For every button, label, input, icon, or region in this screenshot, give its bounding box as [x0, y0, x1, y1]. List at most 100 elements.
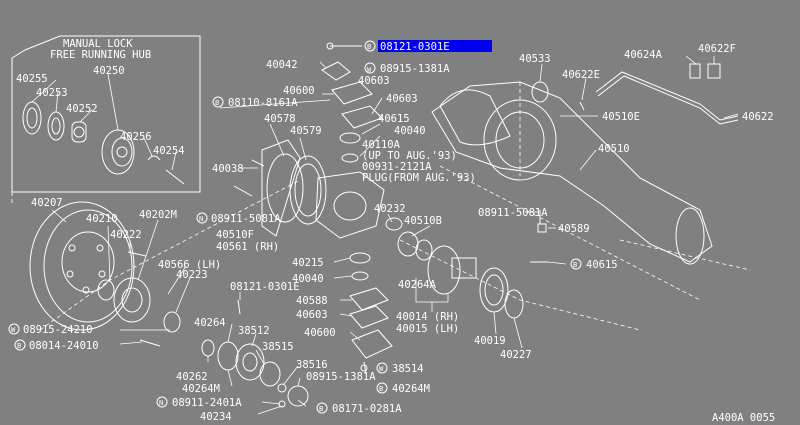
label-40622E[interactable]: 40622E [562, 69, 600, 81]
selected-part-highlight[interactable] [378, 40, 492, 52]
part-40264-body[interactable] [217, 341, 239, 371]
part-40622F-clip[interactable] [707, 63, 721, 79]
label-40014-rh[interactable]: 40014 (RH) [396, 311, 459, 323]
part-40040-seal[interactable] [341, 153, 359, 163]
label-08171-0281A[interactable]: 08171-0281A [332, 403, 402, 415]
label-40510[interactable]: 40510 [598, 143, 630, 155]
label-40600a[interactable]: 40600 [283, 85, 315, 97]
label-40533[interactable]: 40533 [519, 53, 551, 65]
label-08915-24210[interactable]: 08915-24210 [23, 324, 93, 336]
part-40038-shield[interactable] [261, 139, 301, 237]
part-40262-ring[interactable] [201, 339, 215, 357]
label-40622F[interactable]: 40622F [698, 43, 736, 55]
part-40264A-bolt[interactable] [237, 299, 241, 315]
part-40014-spindle[interactable] [427, 245, 461, 295]
label-40510B[interactable]: 08911-5081A [478, 207, 548, 219]
label-40615b[interactable]: 40040 [292, 273, 324, 285]
label-40264A[interactable]: 08121-0301E [230, 281, 300, 293]
part-40510F-plug[interactable] [537, 223, 547, 233]
label-08911-2401A[interactable]: 08911-2401A [172, 397, 242, 409]
label-40510E[interactable]: 40510E [602, 111, 640, 123]
label-40615a[interactable]: 40615 [378, 113, 410, 125]
label-40589[interactable]: 40232 [374, 203, 406, 215]
selected-part-number[interactable]: 08121-0301E [380, 41, 450, 53]
label-40207[interactable]: 40207 [31, 197, 63, 209]
label-40578[interactable]: 40578 [264, 113, 296, 125]
label-40250[interactable]: 40250 [93, 65, 125, 77]
part-40600-cap[interactable] [331, 81, 373, 105]
part-38512-gear[interactable] [235, 343, 265, 381]
label-40110A[interactable]: 40110A [362, 139, 401, 151]
part-40202M-hub[interactable] [113, 277, 151, 323]
part-40603-shim-lower[interactable] [349, 287, 389, 311]
label-40255[interactable]: 40255 [16, 73, 48, 85]
part-40600-cap-lower[interactable] [351, 329, 393, 359]
label-40042[interactable]: 40042 [266, 59, 298, 71]
label-40264M[interactable]: 40264M [182, 383, 220, 395]
label-38515[interactable]: 38515 [262, 341, 294, 353]
label-40588[interactable]: 40264A [398, 279, 437, 291]
part-38514-cap[interactable] [287, 385, 309, 407]
part-40254-bolt[interactable] [165, 169, 185, 185]
part-40252-bearing[interactable] [71, 121, 87, 143]
part-40042-plate[interactable] [321, 61, 351, 81]
label-40019[interactable]: 40019 [474, 335, 506, 347]
label-40622[interactable]: 40622 [742, 111, 774, 123]
label-40262[interactable]: 40262 [176, 371, 208, 383]
part-40215-bearing[interactable] [163, 311, 181, 333]
label-40038[interactable]: 40038 [212, 163, 244, 175]
part-40222-bolt[interactable] [127, 251, 147, 257]
part-40210-seal[interactable] [97, 279, 115, 301]
label-40256[interactable]: 40256 [120, 131, 152, 143]
label-40252[interactable]: 40252 [66, 103, 98, 115]
label-40579[interactable]: 40579 [290, 125, 322, 137]
label-40603d[interactable]: 40603 [296, 309, 328, 321]
label-40603b[interactable]: 40603 [386, 93, 418, 105]
part-40207-rotor[interactable] [29, 201, 135, 331]
label-40222[interactable]: 40222 [110, 229, 142, 241]
label-08121-0301E-lower[interactable]: 40264M [392, 383, 430, 395]
part-40256-clip[interactable] [147, 155, 161, 161]
part-38516-pin[interactable] [277, 383, 287, 393]
label-38514[interactable]: 08915-1381A [306, 371, 376, 383]
part-40040-seal-lower[interactable] [349, 252, 371, 264]
part-bolt-08121c[interactable] [363, 361, 367, 375]
part-40615-bearing-lower[interactable] [351, 271, 369, 281]
part-40624A-clamp[interactable] [689, 63, 701, 79]
label-40264[interactable]: 40264 [194, 317, 226, 329]
label-40253[interactable]: 40253 [36, 87, 68, 99]
label-40600b[interactable]: 40600 [304, 327, 336, 339]
part-40622-tube[interactable] [595, 71, 739, 121]
label-38516[interactable]: 38516 [296, 359, 328, 371]
label-08014-24010[interactable]: 08014-24010 [29, 340, 99, 352]
part-40589-washer[interactable] [385, 217, 403, 231]
label-40223[interactable]: 40566 (LH) [158, 259, 221, 271]
part-bolt-08014[interactable] [139, 339, 161, 347]
label-40040b[interactable]: 40215 [292, 257, 324, 269]
label-40215[interactable]: 40223 [176, 269, 208, 281]
part-40603-shim[interactable] [341, 105, 383, 129]
label-08915-1381A-top[interactable]: 08915-1381A [380, 63, 450, 75]
label-08911-5081A[interactable]: 08911-5081A [211, 213, 281, 225]
label-40234[interactable]: 40234 [200, 411, 232, 423]
part-38515-spring[interactable] [259, 361, 281, 387]
part-40578-ring[interactable] [266, 153, 304, 223]
label-00931-2121A[interactable]: 00931-2121A [362, 161, 432, 173]
label-08915-1381A-lower[interactable]: 38514 [392, 363, 424, 375]
label-08110-8161A[interactable]: 08110-8161A [228, 97, 298, 109]
part-bolt-08911[interactable] [233, 185, 253, 197]
part-40253-ring[interactable] [47, 111, 65, 141]
label-40015-lh[interactable]: 40015 (LH) [396, 323, 459, 335]
label-40254[interactable]: 40254 [153, 145, 185, 157]
part-40615-bearing[interactable] [339, 132, 361, 144]
part-40255-ring[interactable] [22, 101, 42, 135]
label-40603a[interactable]: 40603 [358, 75, 390, 87]
label-40624A[interactable]: 40624A [624, 49, 663, 61]
label-40232[interactable]: 40510B [404, 215, 442, 227]
part-40622E-clip[interactable] [579, 101, 585, 111]
label-40603c[interactable]: 40588 [296, 295, 328, 307]
label-38512[interactable]: 38512 [238, 325, 270, 337]
label-08121-0301E-right[interactable]: 40615 [586, 259, 618, 271]
label-40510F[interactable]: 40589 [558, 223, 590, 235]
label-40210[interactable]: 40210 [86, 213, 118, 225]
